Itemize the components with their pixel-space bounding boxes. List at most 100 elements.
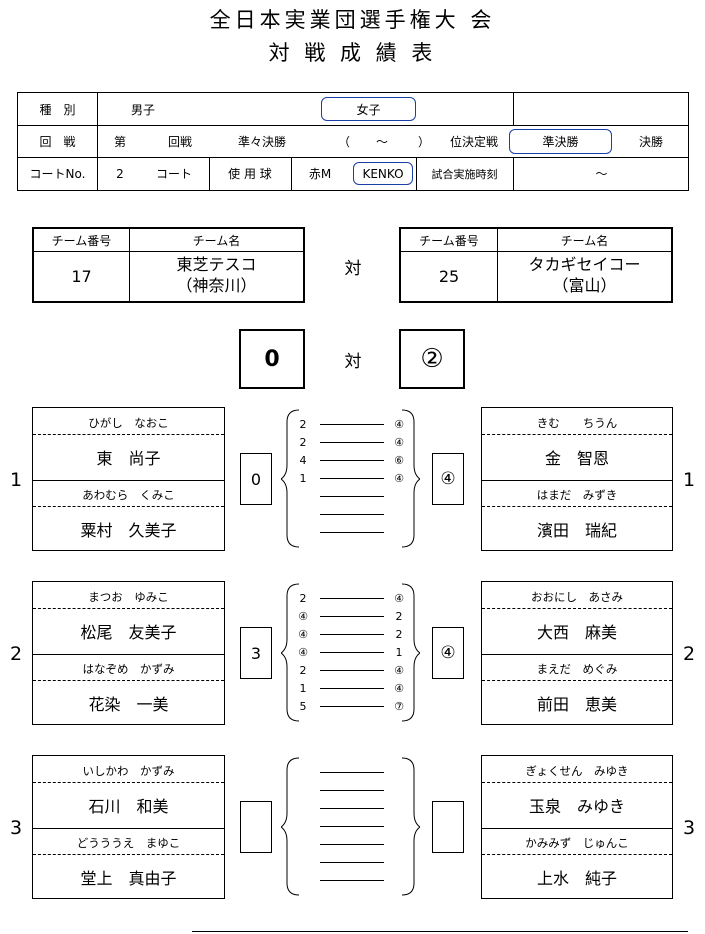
player-name: 粟村 久美子: [80, 521, 177, 540]
game-line: [320, 478, 384, 479]
game-line: [320, 616, 384, 617]
page-title: 全日本実業団選手権大 会: [209, 8, 496, 32]
player-kana: まつお ゆみこ: [88, 590, 169, 604]
game-line: [320, 688, 384, 689]
player-kana: どうううえ まゆこ: [76, 836, 181, 850]
round-kaisen: 回戦: [167, 134, 192, 149]
match-time-label: 試合実施時刻: [431, 167, 498, 181]
team-box-left: チーム番号 チーム名 17 東芝テスコ （神奈川）: [32, 227, 305, 303]
game-score-left: [295, 524, 311, 540]
player-name: 堂上 真由子: [80, 869, 177, 888]
court-label: コートNo.: [29, 167, 86, 181]
court-number: 2: [116, 166, 124, 181]
game-score-left: 2: [299, 591, 307, 605]
category-women-selected: 女子: [321, 97, 416, 121]
game-line: [320, 532, 384, 533]
team-no-header: チーム番号: [419, 233, 479, 248]
bracket-right-icon: [401, 409, 420, 548]
match-number-right: 2: [682, 643, 696, 665]
player-name: 玉泉 みゆき: [528, 797, 625, 816]
team-name-right: タカギセイコー （富山）: [498, 254, 671, 296]
player-kana: はなぞめ かずみ: [82, 662, 175, 676]
team-no-header: チーム番号: [51, 233, 112, 248]
player-name: 東 尚子: [96, 449, 161, 468]
game-line: [320, 880, 384, 881]
bracket-right-icon: [401, 757, 420, 896]
round-placement: 位決定戦: [449, 134, 498, 149]
game-score-left: ④: [298, 627, 308, 641]
team-name-right-line1: タカギセイコー: [528, 255, 641, 274]
game-score-right: ⑥: [394, 453, 404, 467]
player-kana: はまだ みずき: [536, 488, 618, 502]
player-name: 大西 麻美: [536, 623, 617, 642]
player-box-left: いしかわ かずみ 石川 和美 どうううえ まゆこ 堂上 真由子: [32, 755, 225, 899]
total-score-left: 0: [239, 329, 305, 389]
game-score-right: [391, 800, 407, 816]
player-name: 松尾 友美子: [80, 623, 177, 642]
game-score-left: 2: [299, 663, 307, 677]
player-kana: いしかわ かずみ: [82, 764, 175, 778]
bracket-left-icon: [281, 757, 300, 896]
game-line: [320, 496, 384, 497]
bracket-right-icon: [401, 583, 420, 722]
match-score-right: ④: [432, 627, 464, 679]
match-number-left: 1: [9, 469, 23, 491]
round-final: 決勝: [638, 134, 663, 149]
game-score-left: ④: [298, 609, 308, 623]
player-kana: ひがし なおこ: [88, 416, 169, 430]
match-number-right: 3: [682, 817, 696, 839]
game-line: [320, 826, 384, 827]
match-score-left: [240, 801, 272, 853]
game-score-left: 4: [299, 453, 307, 467]
round-paren-close: ）: [417, 134, 430, 149]
game-score-right: ④: [394, 591, 404, 605]
info-table: 種 別 男子 女子 回 戦 第 回戦 準々決勝 （ ～ ） 位決定戦 準決勝 決…: [17, 92, 689, 191]
game-score-left: 2: [299, 417, 307, 431]
player-kana: おおにし あさみ: [531, 590, 623, 604]
round-paren-open: （: [337, 134, 350, 149]
game-score-left: [295, 818, 311, 834]
player-name: 前田 恵美: [536, 695, 617, 714]
game-score-left: ④: [298, 645, 308, 659]
player-box-left: まつお ゆみこ 松尾 友美子 はなぞめ かずみ 花染 一美: [32, 581, 225, 725]
team-vs: 対: [344, 258, 362, 279]
bracket-left-icon: [281, 583, 300, 722]
game-line: [320, 424, 384, 425]
total-vs: 対: [344, 351, 362, 372]
game-score-left: [295, 836, 311, 852]
game-score-right: ⑦: [394, 699, 404, 713]
game-score-right: ④: [394, 435, 404, 449]
game-score-right: ④: [394, 681, 404, 695]
round-semifinal-selected: 準決勝: [509, 129, 612, 154]
player-kana: あわむら くみこ: [82, 488, 175, 502]
team-name-left-line1: 東芝テスコ: [176, 255, 257, 274]
ball-red-m: 赤M: [308, 167, 332, 181]
category-label: 種 別: [39, 102, 76, 117]
game-line: [320, 652, 384, 653]
game-score-left: 1: [299, 471, 307, 485]
player-box-right: きむ ちうん 金 智恩 はまだ みずき 濱田 瑞紀: [481, 407, 673, 551]
player-name: 上水 純子: [536, 869, 617, 888]
game-score-right: [391, 836, 407, 852]
signature-line: [192, 931, 688, 932]
total-score-right: ②: [399, 329, 465, 389]
player-kana: かみみず じゅんこ: [525, 836, 629, 850]
match-score-left: 3: [240, 627, 272, 679]
game-line: [320, 862, 384, 863]
player-kana: まえだ めぐみ: [536, 662, 618, 676]
game-score-right: ④: [394, 417, 404, 431]
player-name: 石川 和美: [88, 797, 169, 816]
round-dai: 第: [113, 134, 126, 149]
ball-label: 使 用 球: [228, 167, 272, 181]
game-line: [320, 670, 384, 671]
team-name-header: チーム名: [192, 233, 241, 248]
game-score-right: 2: [395, 609, 403, 623]
player-box-right: ぎょくせん みゆき 玉泉 みゆき かみみず じゅんこ 上水 純子: [481, 755, 673, 899]
game-score-left: [295, 872, 311, 888]
game-line: [320, 772, 384, 773]
game-line: [320, 514, 384, 515]
team-no-right: 25: [438, 267, 460, 286]
match-score-right: [432, 801, 464, 853]
bracket-left-icon: [281, 409, 300, 548]
team-name-left-line2: （神奈川）: [176, 276, 257, 295]
